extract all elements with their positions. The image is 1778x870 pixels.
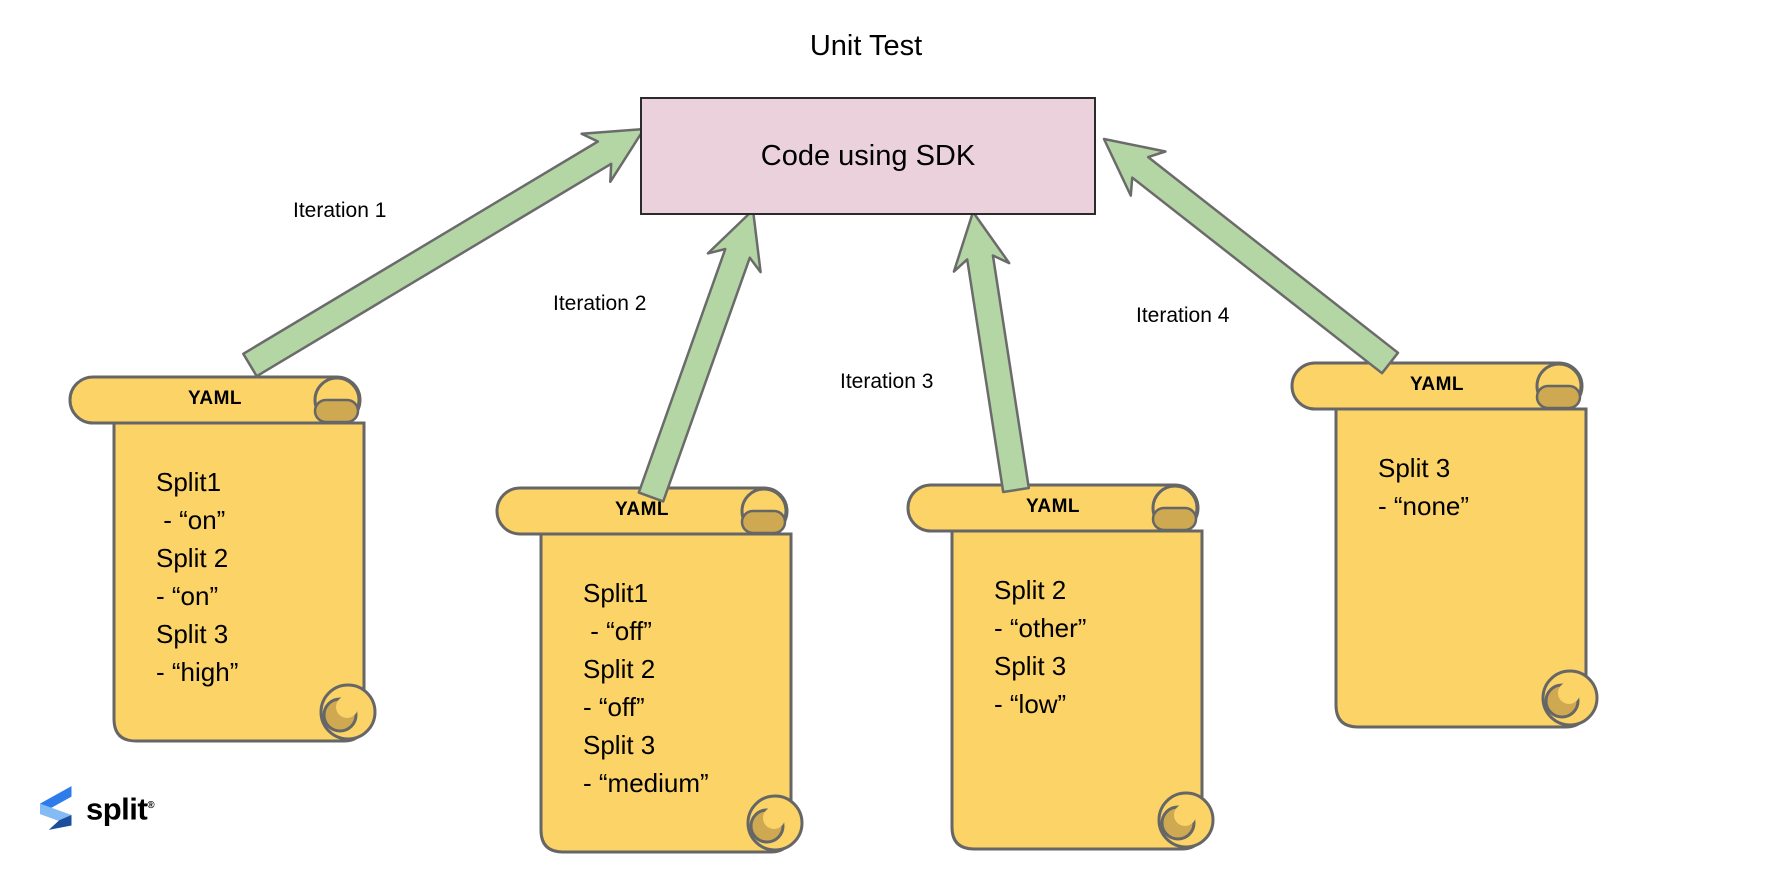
yaml-scroll-3: YAML Split 2 - “other” Split 3 - “low” <box>906 483 1218 853</box>
scroll-4-title: YAML <box>1409 374 1465 395</box>
yaml-scroll-1: YAML Split1 - “on” Split 2 - “on” Split … <box>68 375 380 745</box>
split-logo-wordmark: split® <box>86 780 155 835</box>
scroll-4-text: Split 3 - “none” <box>1378 453 1470 521</box>
iteration-1-arrow <box>242 127 646 378</box>
iteration-2-label: Iteration 2 <box>553 292 647 315</box>
iteration-1-label: Iteration 1 <box>293 199 387 222</box>
scroll-2-text: Split1 - “off” Split 2 - “off” Split 3 -… <box>583 578 709 798</box>
registered-mark: ® <box>147 800 155 811</box>
scroll-3-title: YAML <box>1025 496 1081 517</box>
split-logo-text: split <box>86 791 148 827</box>
scroll-3-text: Split 2 - “other” Split 3 - “low” <box>994 575 1087 719</box>
iteration-3-label: Iteration 3 <box>840 370 934 393</box>
iteration-4-label: Iteration 4 <box>1136 304 1230 327</box>
iteration-2-arrow <box>637 208 762 503</box>
scroll-1-title: YAML <box>187 388 243 409</box>
code-using-sdk-label: Code using SDK <box>760 139 976 172</box>
iteration-4-arrow <box>1102 137 1400 375</box>
iteration-3-arrow <box>952 210 1031 494</box>
scroll-2-title: YAML <box>614 499 670 520</box>
split-logo: split® <box>33 780 155 835</box>
page-title: Unit Test <box>809 30 923 62</box>
yaml-scroll-4: YAML Split 3 - “none” <box>1290 361 1602 731</box>
scroll-1-text: Split1 - “on” Split 2 - “on” Split 3 - “… <box>156 467 239 687</box>
split-logo-icon <box>40 785 72 830</box>
yaml-scroll-2: YAML Split1 - “off” Split 2 - “off” Spli… <box>495 486 807 856</box>
code-using-sdk-box: Code using SDK <box>640 97 1096 215</box>
